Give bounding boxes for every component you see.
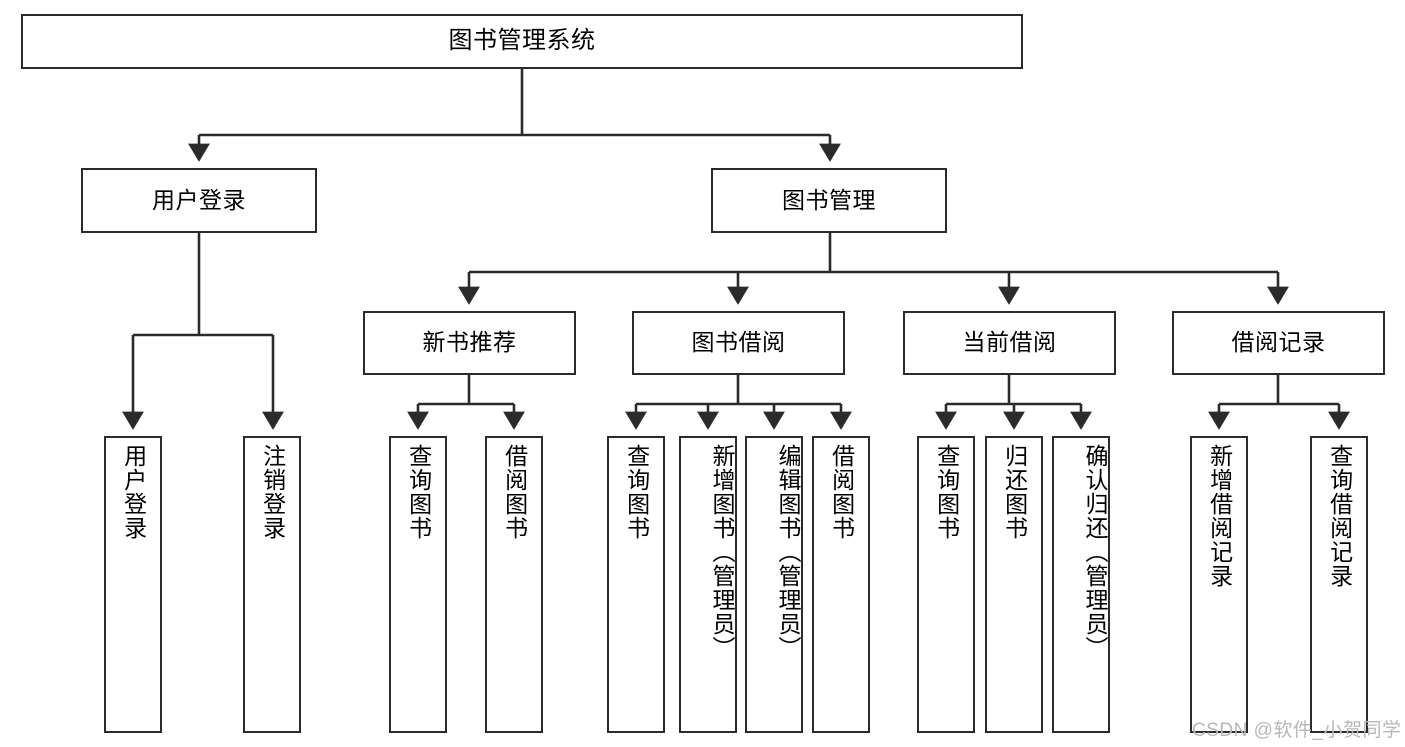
node-leaf-add-book-admin[interactable]: 新增图书（管理员）	[679, 436, 737, 733]
csdn-watermark: CSDN @软件_小贺同学	[1192, 720, 1402, 741]
node-leaf-query-book-recommend[interactable]: 查询图书	[389, 436, 447, 733]
node-user-login[interactable]: 用户登录	[81, 168, 317, 233]
node-leaf-user-login[interactable]: 用户登录	[104, 436, 162, 733]
node-current-borrow[interactable]: 当前借阅	[903, 311, 1116, 375]
node-leaf-borrow-book-recommend[interactable]: 借阅图书	[485, 436, 543, 733]
node-book-borrow[interactable]: 图书借阅	[632, 311, 845, 375]
node-leaf-edit-book-admin[interactable]: 编辑图书（管理员）	[745, 436, 803, 733]
node-leaf-confirm-return-admin[interactable]: 确认归还（管理员）	[1052, 436, 1110, 733]
node-leaf-add-borrow-record[interactable]: 新增借阅记录	[1190, 436, 1248, 733]
node-leaf-borrow-book[interactable]: 借阅图书	[812, 436, 870, 733]
node-borrow-record[interactable]: 借阅记录	[1172, 311, 1385, 375]
node-new-book-recommend[interactable]: 新书推荐	[363, 311, 576, 375]
node-leaf-query-book-current[interactable]: 查询图书	[917, 436, 975, 733]
node-leaf-return-book[interactable]: 归还图书	[985, 436, 1043, 733]
node-leaf-query-borrow-record[interactable]: 查询借阅记录	[1310, 436, 1368, 733]
node-book-management[interactable]: 图书管理	[711, 168, 947, 233]
node-leaf-logout[interactable]: 注销登录	[243, 436, 301, 733]
node-root-system[interactable]: 图书管理系统	[21, 14, 1023, 69]
node-leaf-query-book-borrow[interactable]: 查询图书	[607, 436, 665, 733]
